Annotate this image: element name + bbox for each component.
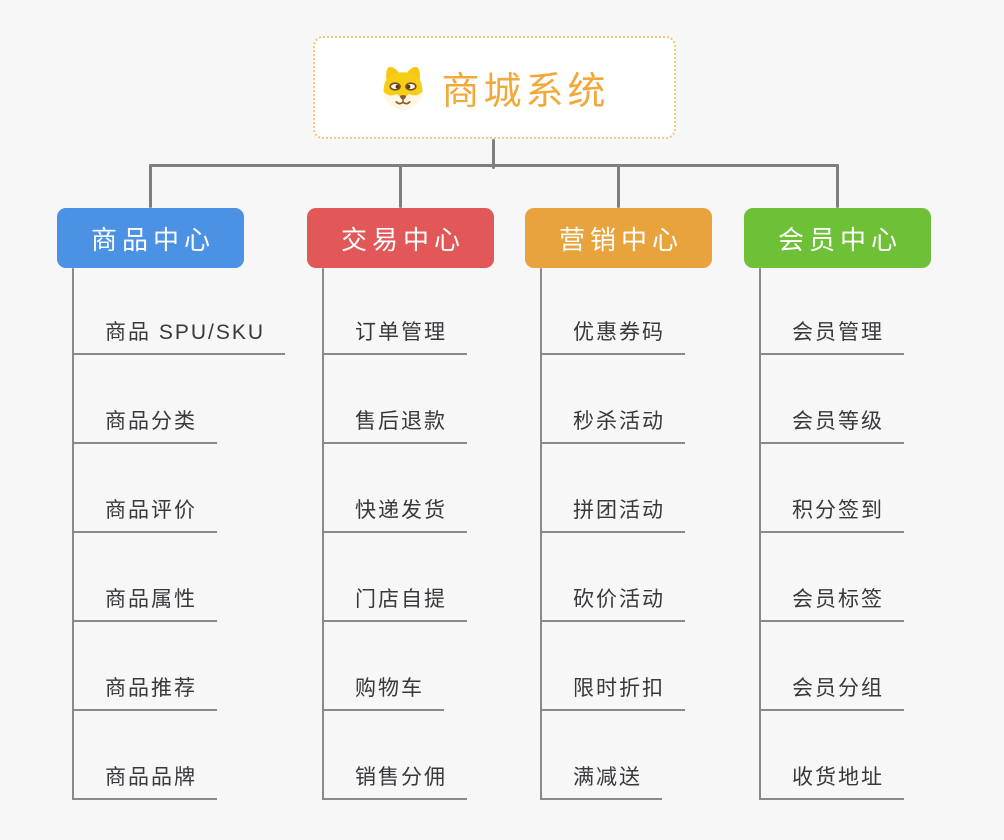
- connector-line: [836, 164, 839, 208]
- leaf-node[interactable]: 订单管理: [322, 313, 467, 355]
- connector-line: [149, 164, 839, 167]
- connector-line: [540, 268, 542, 800]
- leaf-node[interactable]: 会员等级: [759, 402, 904, 444]
- leaf-node[interactable]: 商品 SPU/SKU: [72, 313, 286, 355]
- leaf-node[interactable]: 商品属性: [72, 580, 217, 622]
- connector-line: [399, 164, 402, 208]
- leaf-node[interactable]: 会员管理: [759, 313, 904, 355]
- leaf-node[interactable]: 快递发货: [322, 491, 467, 533]
- leaf-node[interactable]: 售后退款: [322, 402, 467, 444]
- leaf-node[interactable]: 门店自提: [322, 580, 467, 622]
- connector-line: [72, 268, 74, 800]
- leaf-node[interactable]: 拼团活动: [540, 491, 685, 533]
- leaf-node[interactable]: 砍价活动: [540, 580, 685, 622]
- dog-face-icon: [379, 64, 427, 112]
- leaf-node[interactable]: 商品推荐: [72, 669, 217, 711]
- branch-node-2[interactable]: 营销中心: [525, 208, 712, 268]
- leaf-node[interactable]: 满减送: [540, 758, 662, 800]
- connector-line: [322, 268, 324, 800]
- leaf-node[interactable]: 商品评价: [72, 491, 217, 533]
- connector-line: [491, 139, 495, 169]
- branch-node-0[interactable]: 商品中心: [57, 208, 244, 268]
- connector-line: [759, 268, 761, 800]
- leaf-node[interactable]: 会员分组: [759, 669, 904, 711]
- root-title: 商城系统: [441, 71, 610, 113]
- leaf-node[interactable]: 商品品牌: [72, 758, 217, 800]
- leaf-node[interactable]: 购物车: [322, 669, 444, 711]
- leaf-node[interactable]: 收货地址: [759, 758, 904, 800]
- leaf-node[interactable]: 积分签到: [759, 491, 904, 533]
- leaf-node[interactable]: 会员标签: [759, 580, 904, 622]
- connector-line: [149, 164, 152, 208]
- root-node[interactable]: 商城系统: [313, 36, 676, 139]
- branch-node-1[interactable]: 交易中心: [307, 208, 494, 268]
- leaf-node[interactable]: 限时折扣: [540, 669, 685, 711]
- leaf-node[interactable]: 销售分佣: [322, 758, 467, 800]
- leaf-node[interactable]: 秒杀活动: [540, 402, 685, 444]
- leaf-node[interactable]: 商品分类: [72, 402, 217, 444]
- branch-node-3[interactable]: 会员中心: [744, 208, 931, 268]
- connector-line: [617, 164, 620, 208]
- leaf-node[interactable]: 优惠券码: [540, 313, 685, 355]
